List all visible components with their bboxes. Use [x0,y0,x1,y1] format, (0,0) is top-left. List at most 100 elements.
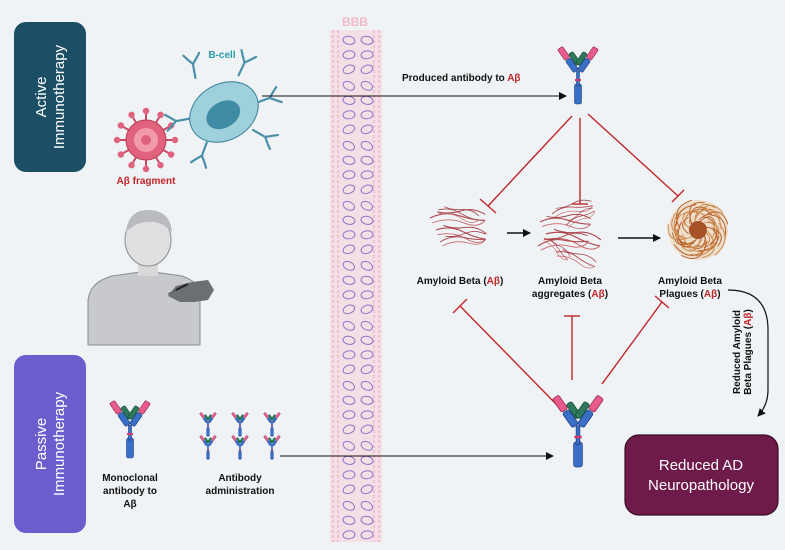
bbb-cell [342,290,356,300]
active-label-line1: Active [33,77,50,118]
bbb-cell [342,395,356,405]
antibody-icon-top [556,42,600,105]
plaque-fiber [676,199,692,230]
bbb-cell [342,110,356,120]
bbb-cell [360,530,374,540]
bbb-cell [342,124,356,135]
bbb-cell [342,410,356,420]
label-amyloid-beta: Amyloid Beta (Aβ) [417,276,504,287]
bbb-cell [342,50,356,60]
virus-spike-tip [128,111,135,119]
bbb-cell [360,380,374,391]
agg-close: ) [605,289,608,300]
mono-line2: antibody to [103,486,157,497]
bbb-cell [342,304,356,315]
virus-spike-tip [128,161,135,169]
bbb-cell [342,260,356,271]
rp-text: Beta Plagues ( [743,325,754,395]
plaque-fiber [676,235,700,248]
mono-line1: Monoclonal [102,473,158,484]
bbb-cell [342,335,356,345]
amyloid-plaque-icon [667,199,729,260]
bbb-cell [342,320,356,331]
bbb-cell [360,155,374,165]
blood-brain-barrier [330,30,382,542]
bbb-cell [360,395,374,405]
plaque-fiber [714,222,726,256]
bbb-cell [360,230,374,240]
bbb-cell [342,244,356,255]
admin-line2: administration [206,486,275,497]
outcome-line1: Reduced AD [659,457,743,474]
bbb-cell [342,80,356,91]
plaque-fiber [673,244,705,256]
bbb-cell [360,440,374,451]
bbb-cell [342,140,356,151]
patient-injection-icon [87,210,214,346]
bbb-cell [360,244,374,255]
bbb-cell [360,470,374,480]
plaque-fiber [704,221,720,239]
bbb-cell [360,410,374,420]
plaque-fiber [693,203,716,226]
virus-spike-tip [142,165,150,173]
agg-sym: Aβ [591,289,604,300]
bbb-cell [360,35,374,45]
plaque-fiber [682,233,698,249]
bbb-cell [360,260,374,271]
virus-spike-tip [113,136,121,144]
bbb-cell [360,80,374,91]
outcome-line2: Neuropathology [648,477,754,494]
bbb-label: BBB [342,15,368,29]
plaque-sym: Aβ [704,289,717,300]
bbb-cell [342,530,356,540]
ab-close: ) [500,276,503,287]
plaque-fiber [701,231,715,259]
bbb-cell [342,230,356,240]
antibody-icon-bottom [551,390,605,468]
reduced-plaques-line1: Reduced Amyloid [732,310,743,394]
virus-spike-tip [157,111,164,119]
plaque-fiber [675,204,697,226]
bbb-cell [360,124,374,135]
bbb-cell [360,170,374,180]
virus-spike-tip [117,122,125,129]
virus-spike-tip [117,151,125,158]
fragment-label: Aβ fragment [117,176,177,187]
bbb-cell [342,350,356,360]
bbb-cell [342,35,356,45]
plaque-fiber [689,243,716,253]
amyloid-beta-fiber-icon [429,203,488,249]
mono-line3: Aβ [123,499,136,510]
bbb-cell [360,64,374,75]
plaque-fiber [682,216,689,235]
bbb-cell [342,215,356,225]
plaque-fiber [674,213,683,240]
bbb-cell [360,320,374,331]
virus-spike-tip [167,151,175,158]
reduced-plaques-line2: Beta Plagues (Aβ) [743,309,754,395]
plaque-close: ) [717,289,720,300]
bbb-cell [342,184,356,195]
bbb-cell [360,484,374,495]
reduced-plaques-arrow [727,289,769,417]
ab-sym: Aβ [487,276,500,287]
agg-text: aggregates ( [532,289,592,300]
bbb-cell [342,170,356,180]
bbb-cell [360,515,374,525]
label-plaques-line2: Plagues (Aβ) [659,289,720,300]
active-immunotherapy-box: Active Immunotherapy [14,22,86,172]
bbb-cell [360,275,374,285]
virus-icon [113,107,179,173]
amyloid-aggregates-icon [536,197,603,271]
bbb-cell [360,140,374,151]
ab-text: Amyloid Beta ( [417,276,488,287]
plaque-fiber [694,204,724,221]
plaque-fiber [694,208,722,219]
bbb-cell [360,50,374,60]
antibody-administration-icon [199,410,281,460]
bbb-cell [342,364,356,375]
passive-immunotherapy-box: Passive Immunotherapy [14,355,86,533]
bbb-cell [342,440,356,451]
plaque-fiber [667,224,696,241]
